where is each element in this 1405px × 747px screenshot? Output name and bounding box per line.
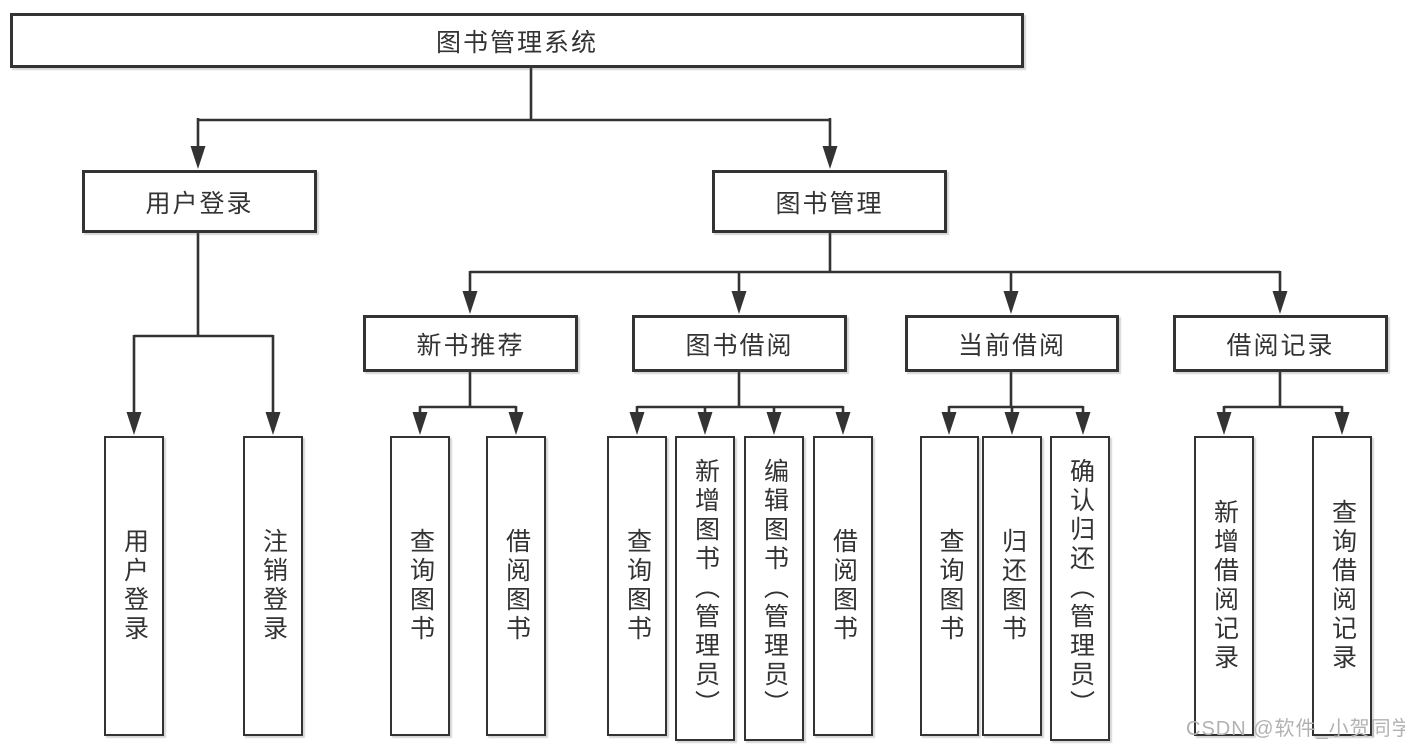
node-book-management: 图书管理 <box>712 170 947 233</box>
leaf-logout: 注销登录 <box>243 436 303 736</box>
leaf-add-borrow-record: 新增借阅记录 <box>1194 436 1254 736</box>
leaf-query-books-borrow: 查询图书 <box>607 436 667 736</box>
leaf-query-borrow-record: 查询借阅记录 <box>1312 436 1372 736</box>
leaf-query-books-current: 查询图书 <box>920 436 979 736</box>
node-user-login: 用户登录 <box>82 170 317 233</box>
leaf-confirm-return-admin: 确认归还（管理员） <box>1050 436 1110 741</box>
node-root: 图书管理系统 <box>10 13 1024 68</box>
csdn-watermark: CSDN @软件_小贺同学 <box>1186 718 1405 740</box>
leaf-query-books-recommend: 查询图书 <box>390 436 450 736</box>
leaf-borrow-books: 借阅图书 <box>813 436 873 736</box>
leaf-return-books: 归还图书 <box>982 436 1042 736</box>
leaf-user-login: 用户登录 <box>104 436 164 736</box>
node-book-borrow: 图书借阅 <box>632 315 847 372</box>
leaf-add-books-admin: 新增图书（管理员） <box>675 436 735 741</box>
node-current-borrow: 当前借阅 <box>905 315 1119 372</box>
leaf-edit-books-admin: 编辑图书（管理员） <box>744 436 804 741</box>
node-new-book-recommend: 新书推荐 <box>363 315 578 372</box>
leaf-borrow-books-recommend: 借阅图书 <box>486 436 546 736</box>
node-borrow-records: 借阅记录 <box>1173 315 1388 372</box>
